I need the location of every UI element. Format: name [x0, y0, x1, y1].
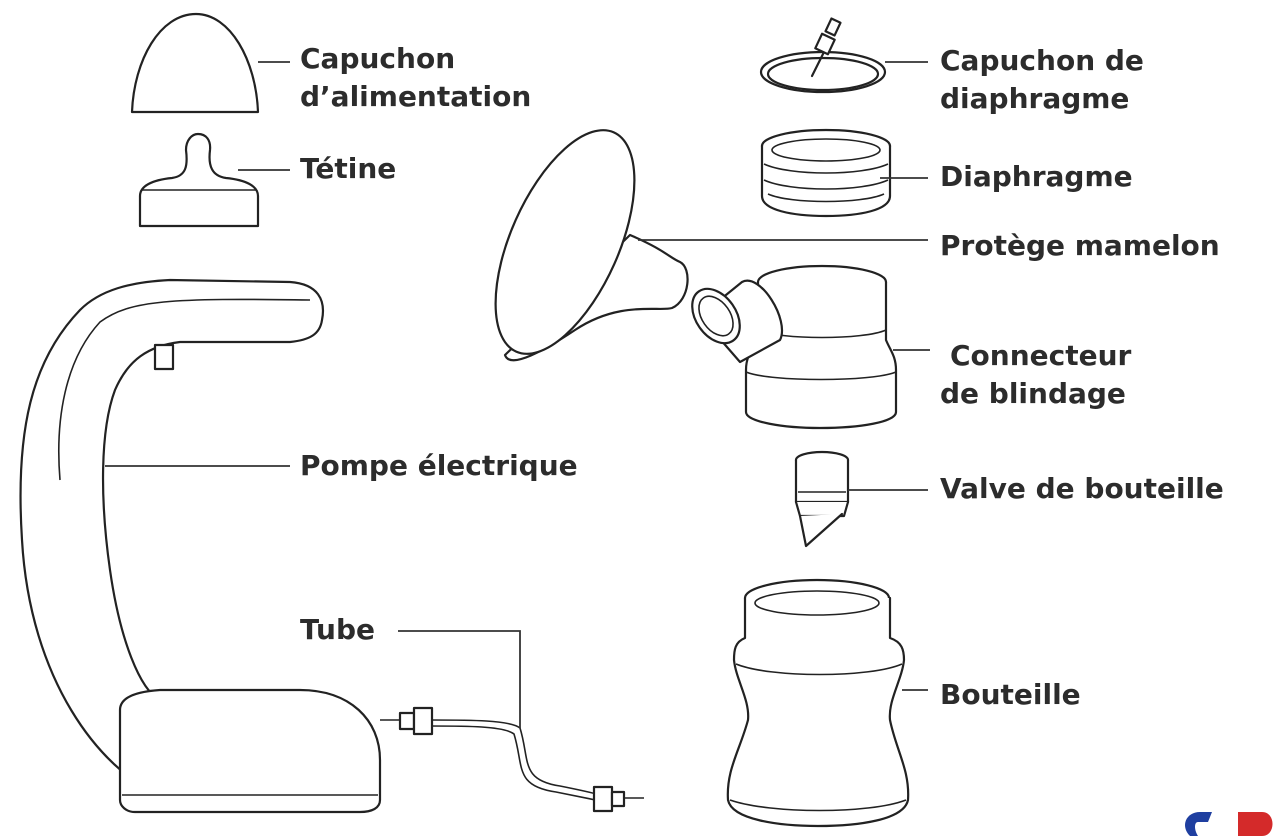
- leader-tube: [398, 630, 521, 728]
- breast-shield: [494, 129, 689, 362]
- label-diaphragme: Diaphragme: [940, 160, 1133, 193]
- leader-lines: [105, 61, 930, 728]
- bottle: [726, 578, 910, 828]
- brand-logo: [1185, 812, 1273, 836]
- label-connecteur-line2: de blindage: [940, 377, 1126, 410]
- label-capuchon-alimentation-line2: d’alimentation: [300, 80, 532, 113]
- label-capuchon-alimentation: Capuchon d’alimentation: [300, 40, 531, 116]
- teat: [138, 132, 260, 228]
- bottle-valve: [794, 450, 850, 548]
- label-valve: Valve de bouteille: [940, 472, 1224, 505]
- label-protege: Protège mamelon: [940, 229, 1220, 262]
- shield-connector: [691, 264, 898, 430]
- tube: [380, 706, 644, 813]
- label-pompe: Pompe électrique: [300, 449, 578, 482]
- label-capuchon-alimentation-line1: Capuchon: [300, 42, 456, 75]
- label-capuchon-diaphragme-line1: Capuchon de: [940, 44, 1144, 77]
- label-capuchon-diaphragme-line2: diaphragme: [940, 82, 1130, 115]
- label-connecteur: Connecteur de blindage: [940, 337, 1131, 413]
- diaphragm: [760, 128, 892, 218]
- label-capuchon-diaphragme: Capuchon de diaphragme: [940, 42, 1144, 118]
- electric-pump: [19, 278, 382, 814]
- label-bouteille: Bouteille: [940, 678, 1081, 711]
- label-tube: Tube: [300, 613, 375, 646]
- label-tetine: Tétine: [300, 152, 397, 185]
- feeding-cap: [130, 12, 260, 114]
- diaphragm-cap: [759, 17, 887, 94]
- label-connecteur-line1: Connecteur: [950, 339, 1132, 372]
